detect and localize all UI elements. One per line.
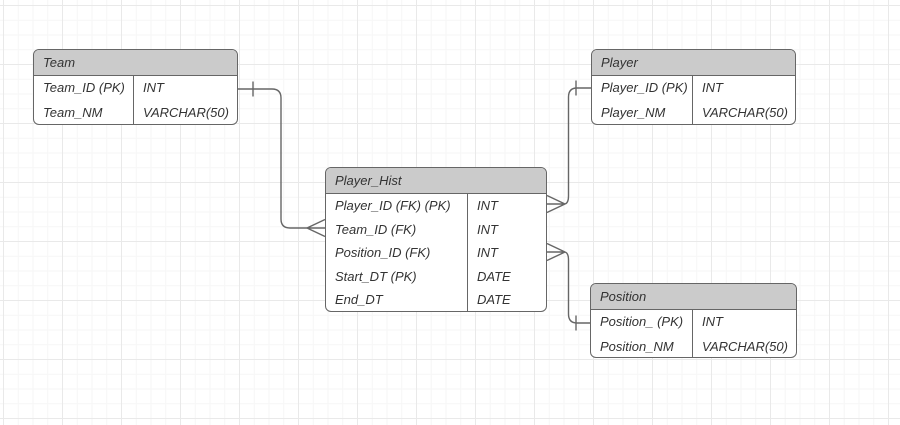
- field-type: INT: [477, 198, 498, 213]
- table-row[interactable]: Position_NM VARCHAR(50): [591, 334, 796, 357]
- table-title[interactable]: Team: [34, 50, 237, 76]
- crows-foot-many-icon: [546, 194, 566, 214]
- table-row[interactable]: Start_DT (PK) DATE: [326, 264, 546, 289]
- connector-line[interactable]: [564, 251, 590, 324]
- field-name: Team_NM: [34, 100, 134, 124]
- field-name: Position_ (PK): [591, 310, 693, 335]
- table-row[interactable]: Team_ID (FK) INT: [326, 217, 546, 242]
- field-name: Player_ID (FK) (PK): [326, 194, 468, 218]
- table-row[interactable]: Team_ID (PK) INT: [34, 76, 237, 101]
- field-type: VARCHAR(50): [702, 338, 788, 354]
- field-type: VARCHAR(50): [702, 104, 788, 120]
- crows-foot-many-icon: [546, 242, 566, 262]
- connector-line[interactable]: [238, 88, 307, 229]
- entity-table-player[interactable]: Player Player_ID (PK) INT Player_NM VARC…: [591, 49, 796, 125]
- field-name: Player_NM: [592, 100, 693, 124]
- connector-playerhist-position[interactable]: [546, 242, 590, 331]
- connector-line[interactable]: [564, 87, 591, 205]
- table-row[interactable]: Position_ (PK) INT: [591, 310, 796, 335]
- entity-table-player-hist[interactable]: Player_Hist Player_ID (FK) (PK) INT Team…: [325, 167, 547, 312]
- table-row[interactable]: End_DT DATE: [326, 288, 546, 311]
- field-type: INT: [702, 314, 723, 329]
- table-title[interactable]: Player: [592, 50, 795, 76]
- field-type: DATE: [477, 292, 511, 308]
- field-name: Team_ID (PK): [34, 76, 134, 101]
- field-type: INT: [143, 80, 164, 95]
- field-name: Team_ID (FK): [326, 217, 468, 242]
- field-name: End_DT: [326, 288, 468, 311]
- table-row[interactable]: Position_ID (FK) INT: [326, 241, 546, 265]
- field-name: Position_ID (FK): [326, 241, 468, 265]
- field-type: VARCHAR(50): [143, 104, 229, 120]
- field-name: Position_NM: [591, 334, 693, 357]
- crows-foot-many-icon: [306, 218, 326, 238]
- field-name: Player_ID (PK): [592, 76, 693, 101]
- table-row[interactable]: Player_ID (FK) (PK) INT: [326, 194, 546, 218]
- field-name: Start_DT (PK): [326, 264, 468, 289]
- field-type: DATE: [477, 268, 511, 284]
- connector-team-playerhist[interactable]: [238, 81, 326, 238]
- table-row[interactable]: Player_NM VARCHAR(50): [592, 100, 795, 124]
- field-type: INT: [477, 245, 498, 261]
- table-title[interactable]: Player_Hist: [326, 168, 546, 194]
- entity-table-team[interactable]: Team Team_ID (PK) INT Team_NM VARCHAR(50…: [33, 49, 238, 125]
- table-row[interactable]: Team_NM VARCHAR(50): [34, 100, 237, 124]
- table-title[interactable]: Position: [591, 284, 796, 310]
- table-row[interactable]: Player_ID (PK) INT: [592, 76, 795, 101]
- field-type: INT: [477, 221, 498, 237]
- field-type: INT: [702, 80, 723, 95]
- entity-table-position[interactable]: Position Position_ (PK) INT Position_NM …: [590, 283, 797, 358]
- connector-playerhist-player[interactable]: [546, 80, 591, 214]
